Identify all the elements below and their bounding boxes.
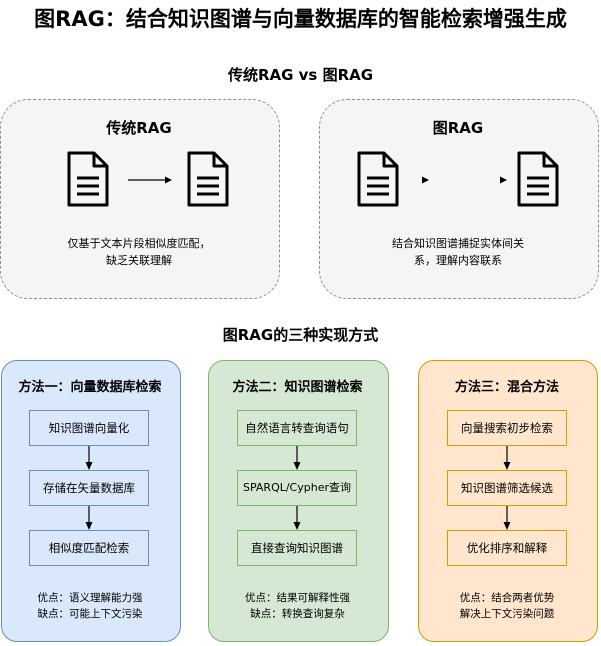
graph-rag-panel [319, 99, 599, 299]
flow-arrow-head [422, 176, 429, 184]
document-icon [67, 151, 109, 207]
down-arrow [85, 446, 93, 470]
down-arrow [85, 506, 93, 530]
traditional-rag-title: 传统RAG [106, 119, 172, 137]
method-title: 方法三：混合方法 [454, 380, 559, 395]
method-step: 自然语言转查询语句 [237, 410, 357, 446]
method-title: 方法二：知识图谱检索 [232, 380, 363, 395]
down-arrow [293, 506, 301, 530]
document-icon [517, 151, 559, 207]
method-step: 相似度匹配检索 [29, 530, 149, 566]
down-arrow [503, 506, 511, 530]
traditional-rag-panel [0, 99, 280, 299]
method-notes: 优点：结果可解释性强 缺点：转换查询复杂 [245, 592, 350, 620]
down-arrow [293, 446, 301, 470]
page-title: 图RAG：结合知识图谱与向量数据库的智能检索增强生成 [34, 7, 567, 31]
method-step: 知识图谱向量化 [29, 410, 149, 446]
method-step: 向量搜索初步检索 [447, 410, 567, 446]
document-icon [187, 151, 229, 207]
document-icon [357, 151, 399, 207]
method-step: SPARQL/Cypher查询 [237, 470, 357, 506]
traditional-rag-description: 仅基于文本片段相似度匹配， 缺乏关联理解 [67, 237, 211, 267]
graph-rag-title: 图RAG [432, 119, 484, 137]
comparison-subtitle: 传统RAG vs 图RAG [227, 66, 374, 84]
methods-section-title: 图RAG的三种实现方式 [222, 326, 379, 344]
flow-arrow-head [500, 176, 507, 184]
method-title: 方法一：向量数据库检索 [18, 380, 162, 395]
down-arrow [503, 446, 511, 470]
method-step: 存储在矢量数据库 [29, 470, 149, 506]
method-notes: 优点：语义理解能力强 缺点：可能上下文污染 [37, 592, 143, 620]
flow-arrow [128, 176, 172, 184]
method-step: 优化排序和解释 [447, 530, 567, 566]
graph-rag-description: 结合知识图谱捕捉实体间关 系，理解内容联系 [392, 237, 524, 267]
method-notes: 优点：结合两者优势 解决上下文污染问题 [459, 592, 555, 620]
method-step: 知识图谱筛选候选 [447, 470, 567, 506]
method-step: 直接查询知识图谱 [237, 530, 357, 566]
